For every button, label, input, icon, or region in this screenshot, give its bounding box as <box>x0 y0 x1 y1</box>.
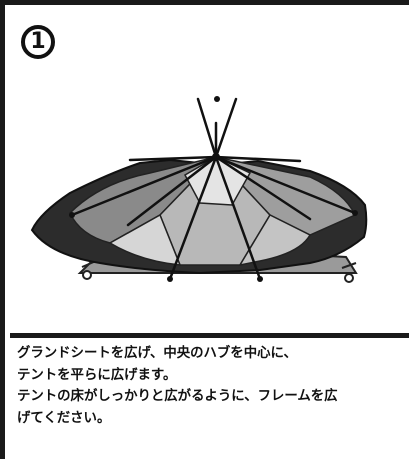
instruction-line: グランドシートを広げ、中央のハブを中心に、 <box>17 346 297 361</box>
tent-panel-front-left <box>108 213 182 266</box>
instruction-line: テントの床がしっかりと広がるように、フレームを広 <box>17 389 338 404</box>
central-hub <box>212 153 220 161</box>
tent-ground-sheet-icon <box>30 96 368 283</box>
instruction-line: げてください。 <box>17 410 111 426</box>
step-number-label: 1 <box>30 29 46 54</box>
frame-poles <box>70 97 357 281</box>
tent-panel-left <box>69 155 219 244</box>
instruction-text: グランドシートを広げ、中央のハブを中心に、 テントを平らに広げます。 テントの床… <box>17 343 409 429</box>
section-divider <box>10 333 409 338</box>
instruction-line: テントを平らに広げます。 <box>17 367 177 383</box>
stake-right <box>341 262 357 283</box>
pole-tip <box>214 96 220 102</box>
step-number-badge: 1 <box>21 25 55 59</box>
tent-panel-front-right <box>238 214 312 267</box>
pole-end-caps <box>69 210 358 282</box>
tent-panel-right <box>213 155 356 236</box>
